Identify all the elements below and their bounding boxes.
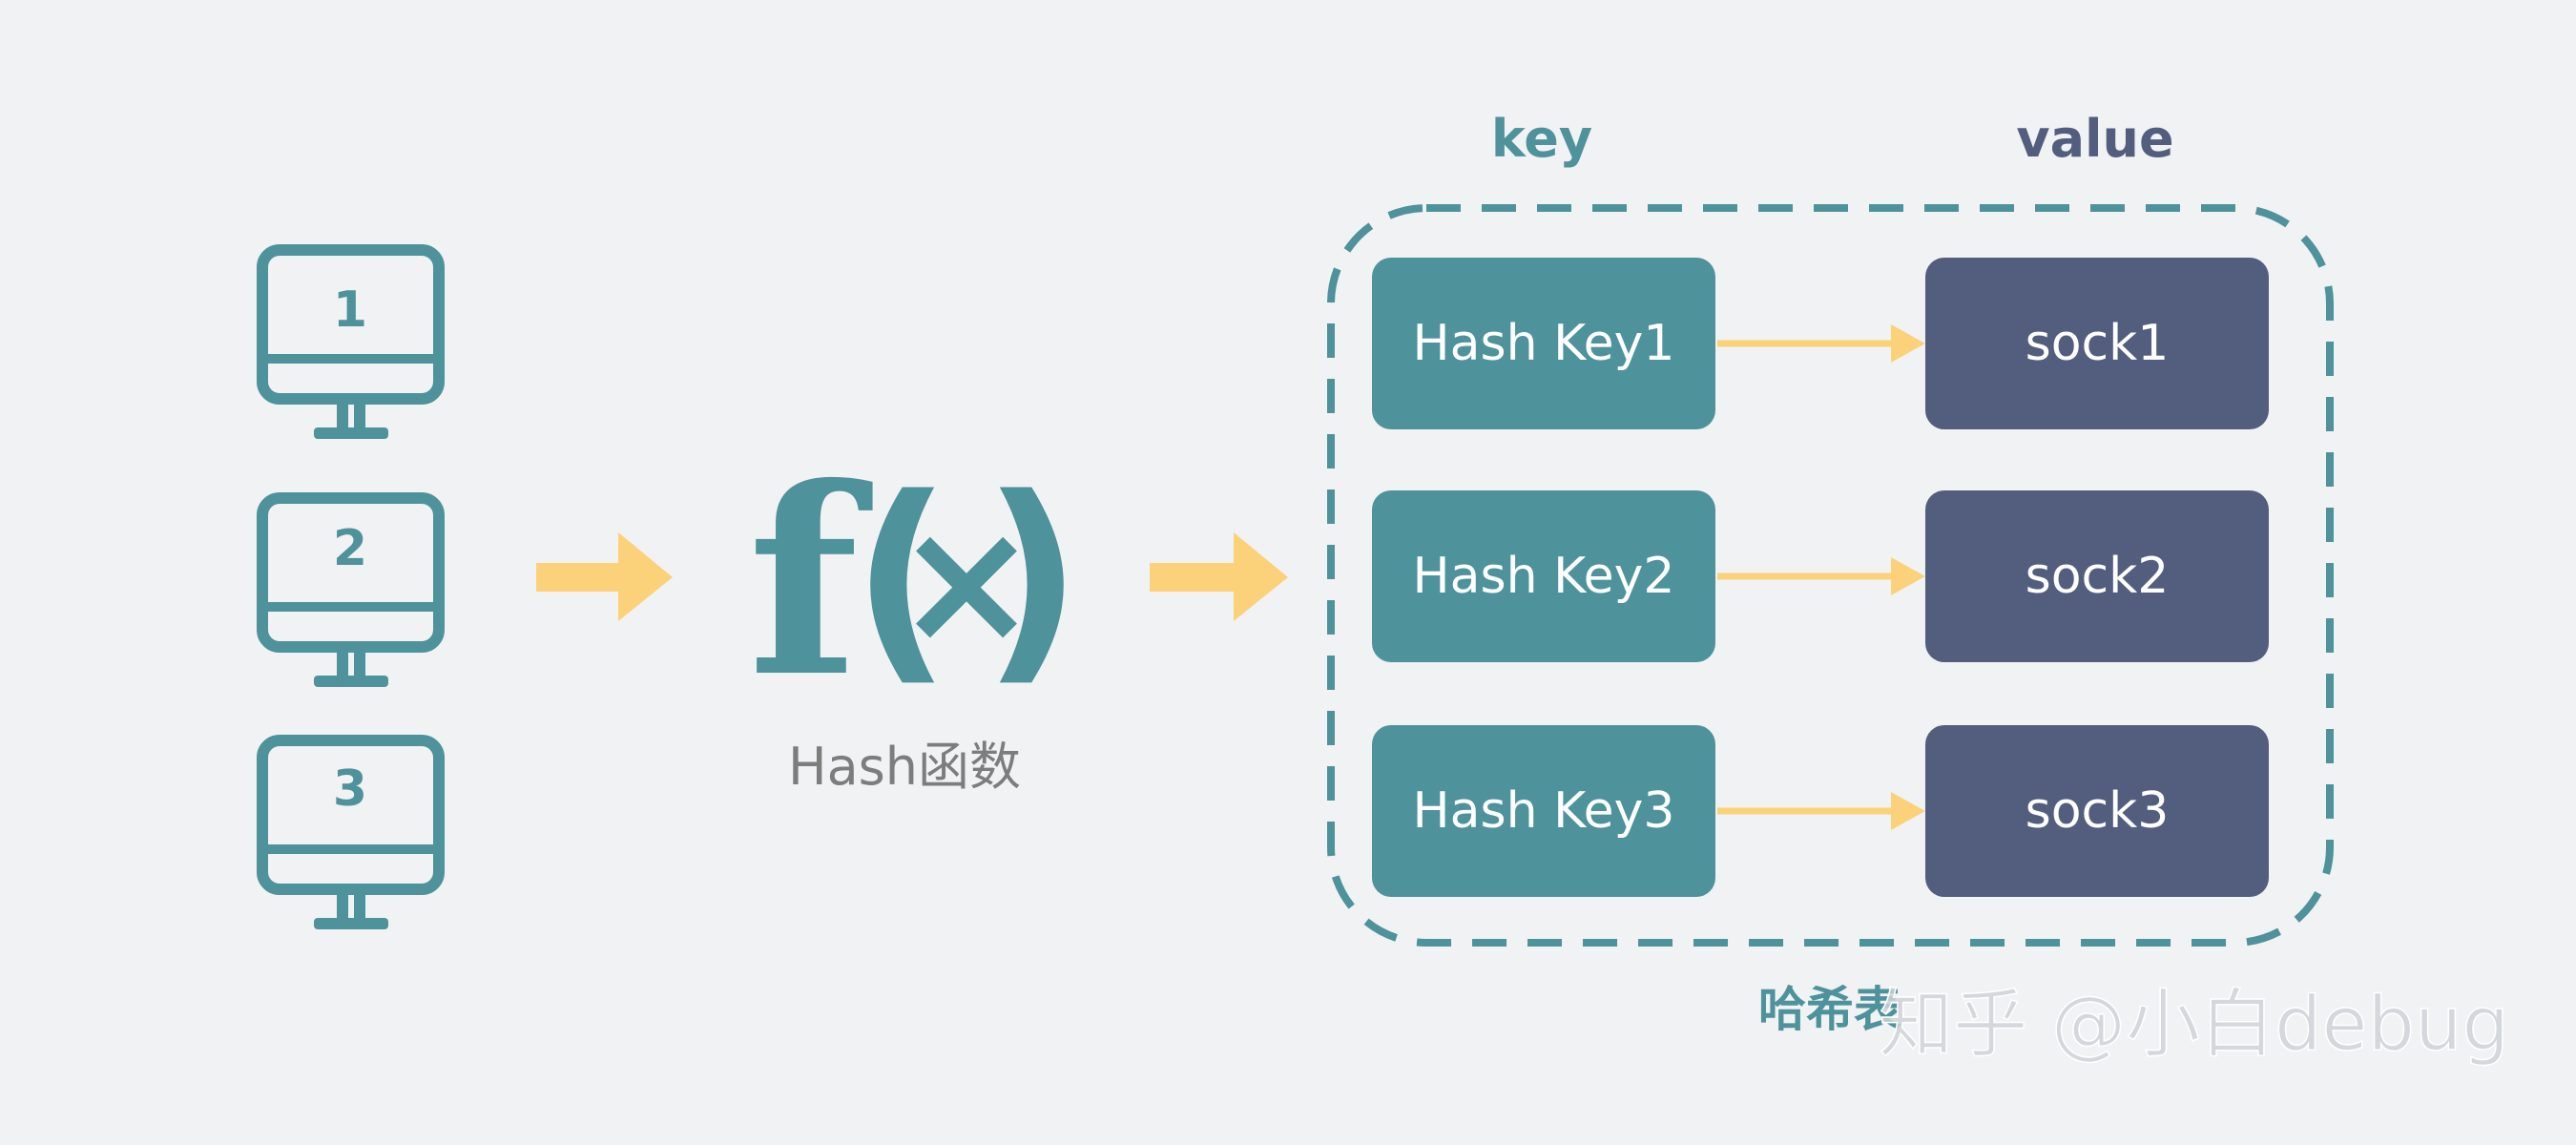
hash-key-label: Hash Key1 [1413,315,1675,372]
monitor-icon [257,492,445,687]
socket-label: sock2 [2025,548,2170,605]
hash-key-box [1372,490,1715,662]
hash-table-caption: 哈希表 [1758,982,1901,1037]
arrow-right-icon [1717,557,1925,595]
socket-label: sock3 [2025,782,2170,840]
watermark-text: 知乎 @小白debug [1879,982,2509,1068]
monitor-label: 3 [333,760,367,818]
function-open-paren: ( [851,451,951,706]
hash-table-border [1327,204,2334,947]
arrow-right-icon [1717,792,1925,830]
table-row: Hash Key1 sock1 [1372,258,2269,429]
hash-function-caption: Hash函数 [788,737,1021,797]
hash-key-label: Hash Key2 [1413,548,1675,605]
monitor-icon [257,735,445,929]
hash-key-box [1372,258,1715,429]
hash-function-symbol: f ( × ) [748,430,1083,734]
monitor-label: 2 [333,520,367,577]
client-monitor-2: 2 [257,492,445,687]
function-close-paren: ) [982,451,1082,706]
socket-box [1925,490,2269,662]
table-row: Hash Key2 sock2 [1372,490,2269,662]
client-monitor-3: 3 [257,735,445,929]
arrow-right-icon [1717,324,1925,363]
table-row: Hash Key3 sock3 [1372,725,2269,897]
arrow-right-icon [536,532,673,621]
socket-box [1925,725,2269,897]
client-monitor-1: 1 [257,244,445,439]
function-x: × [895,483,1039,682]
socket-box [1925,258,2269,429]
key-column-header: key [1491,109,1592,169]
value-column-header: value [2016,109,2173,169]
monitor-icon [257,244,445,439]
monitor-label: 1 [333,281,367,339]
arrow-right-icon [1150,532,1288,621]
function-f: f [748,430,873,734]
hash-key-box [1372,725,1715,897]
socket-label: sock1 [2025,315,2170,372]
hash-key-label: Hash Key3 [1413,782,1675,840]
